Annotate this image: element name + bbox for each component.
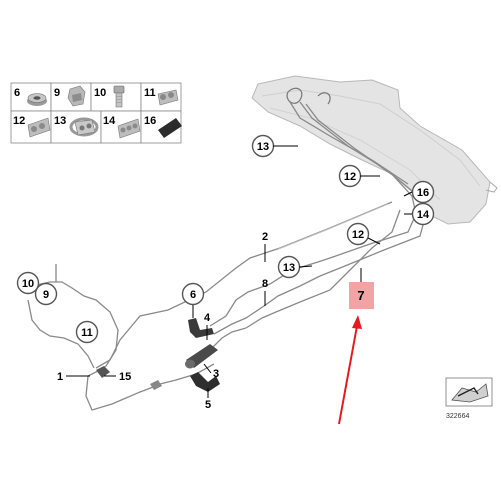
legend-number: 14	[103, 115, 116, 127]
callout-12-top: 12	[338, 164, 380, 188]
legend-number: 11	[144, 87, 156, 99]
fuel-lines	[19, 101, 427, 411]
triple-clip-icon	[117, 118, 141, 139]
hose-clamp-icon	[69, 117, 99, 137]
pipe-clip-icon	[157, 89, 179, 106]
reference-number: 322664	[446, 413, 469, 420]
filter-bracket	[190, 372, 220, 392]
hose-fitting	[150, 380, 162, 390]
label-15: 15	[104, 371, 131, 383]
callout-9: 9	[34, 282, 58, 306]
legend-number: 10	[94, 87, 106, 99]
small-connector	[96, 366, 110, 378]
legend-number: 13	[54, 115, 66, 127]
callout-10: 10	[16, 271, 40, 295]
label-8: 8	[262, 278, 268, 306]
clip-icon	[67, 85, 86, 107]
callout-number: 12	[352, 229, 364, 241]
fuel-filter	[185, 344, 218, 369]
reference-badge: 322664	[445, 377, 493, 420]
callout-6: 6	[181, 282, 205, 318]
callout-number: 13	[283, 262, 295, 274]
part-label: 4	[204, 312, 211, 324]
label-2: 2	[262, 231, 268, 262]
callout-16: 16	[403, 180, 435, 204]
highlight-part-7: 7	[349, 268, 374, 309]
callout-number: 12	[344, 171, 356, 183]
legend-number: 9	[54, 87, 60, 99]
part-label: 3	[213, 368, 219, 380]
legend-number: 6	[14, 87, 20, 99]
pad-icon	[158, 118, 182, 138]
label-5: 5	[205, 388, 211, 411]
callout-number: 16	[417, 187, 429, 199]
legend-number: 12	[13, 115, 25, 127]
label-4: 4	[204, 312, 211, 340]
legend-grid: 6 9 10 11 12 13 14 16	[10, 82, 182, 144]
callout-12-mid: 12	[346, 222, 381, 246]
callout-number: 6	[190, 289, 196, 301]
callout-14: 14	[404, 202, 435, 226]
fuel-tank	[251, 75, 498, 225]
label-3: 3	[203, 363, 219, 380]
callout-11: 11	[75, 320, 99, 344]
callout-number: 14	[417, 209, 430, 221]
label-1: 1	[57, 371, 90, 383]
callout-number: 9	[43, 289, 49, 301]
callout-13-mid: 13	[277, 255, 313, 279]
part-label: 8	[262, 278, 268, 290]
part-label: 15	[119, 371, 131, 383]
nut-icon	[27, 93, 47, 106]
callout-number: 11	[81, 327, 93, 339]
part-label: 1	[57, 371, 63, 383]
bolt-icon	[113, 85, 125, 108]
callout-13-top: 13	[251, 134, 298, 158]
part-label: 5	[205, 399, 211, 411]
double-pipe-clip-icon	[27, 117, 51, 138]
part-label: 2	[262, 231, 268, 243]
callout-number: 13	[257, 141, 269, 153]
legend-number: 16	[144, 115, 156, 127]
callout-number: 10	[22, 278, 34, 290]
highlight-number: 7	[357, 288, 364, 303]
red-arrow	[338, 315, 362, 425]
